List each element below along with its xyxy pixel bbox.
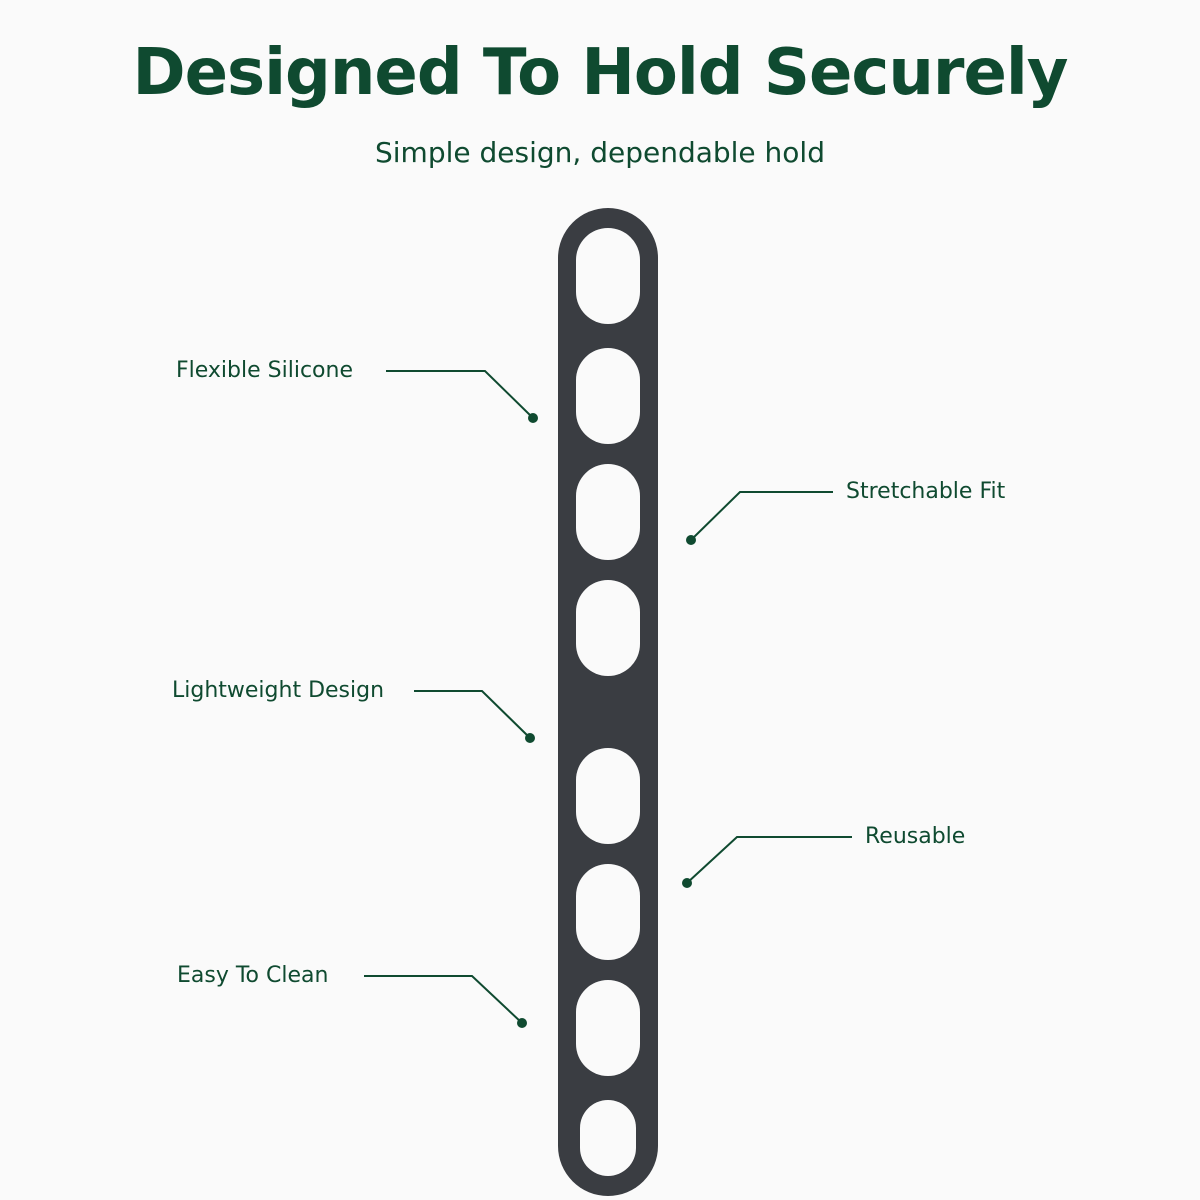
callout-line-reusable <box>686 836 852 884</box>
feature-label-easy-to-clean: Easy To Clean <box>177 963 329 988</box>
callout-dot-flexible-silicone <box>528 413 538 423</box>
callout-dot-reusable <box>682 878 692 888</box>
callout-dot-easy-to-clean <box>517 1018 527 1028</box>
callout-line-lightweight-design <box>414 690 531 739</box>
callout-line-stretchable-fit <box>690 491 833 541</box>
callout-dot-stretchable-fit <box>686 535 696 545</box>
feature-label-flexible-silicone: Flexible Silicone <box>176 358 353 383</box>
feature-label-lightweight-design: Lightweight Design <box>172 678 385 703</box>
page-subtitle: Simple design, dependable hold <box>375 136 825 169</box>
page-title: Designed To Hold Securely <box>132 36 1068 110</box>
feature-label-stretchable-fit: Stretchable Fit <box>846 479 1006 504</box>
callout-line-easy-to-clean <box>364 975 523 1024</box>
silicone-strap <box>558 208 658 1196</box>
callout-dot-lightweight-design <box>525 733 535 743</box>
callout-line-flexible-silicone <box>386 370 534 419</box>
feature-label-reusable: Reusable <box>865 824 966 849</box>
